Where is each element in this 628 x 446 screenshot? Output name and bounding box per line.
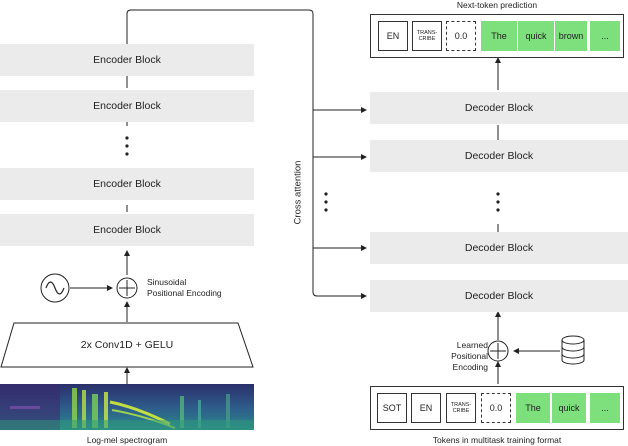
output-token-text: EN bbox=[386, 31, 400, 41]
input-token: 0.0 bbox=[481, 393, 511, 423]
decoder-block-label: Decoder Block bbox=[464, 242, 534, 254]
decoder-ellipsis bbox=[492, 190, 504, 214]
encoder-block-3: Encoder Block bbox=[0, 168, 254, 200]
sine-wave-icon bbox=[40, 273, 70, 303]
output-token: 0.0 bbox=[446, 21, 476, 51]
encoder-ellipsis bbox=[121, 134, 133, 158]
input-token-text: SOT bbox=[382, 403, 402, 413]
log-mel-spectrogram-image bbox=[0, 384, 254, 430]
output-token: ... bbox=[590, 21, 620, 51]
decoder-block-1: Decoder Block bbox=[370, 92, 628, 124]
conv1d-gelu-block: 2x Conv1D + GELU bbox=[0, 322, 254, 368]
input-token: SOT bbox=[377, 393, 407, 423]
decoder-block-4: Decoder Block bbox=[370, 280, 628, 312]
spectrogram-caption: Log-mel spectrogram bbox=[86, 435, 168, 445]
input-token-text: 0.0 bbox=[489, 403, 503, 413]
output-token: brown bbox=[555, 21, 587, 51]
output-token: The bbox=[481, 21, 517, 51]
decoder-block-label: Decoder Block bbox=[464, 150, 534, 162]
learned-positional-encoding-label: Learned Positional Encoding bbox=[424, 340, 488, 373]
learned-label-line1: Learned bbox=[456, 340, 488, 350]
input-token-text: TRANS- CRIBE bbox=[450, 401, 472, 415]
encoder-block-label: Encoder Block bbox=[93, 224, 161, 236]
next-token-prediction-caption: Next-token prediction bbox=[456, 0, 538, 10]
input-token: The bbox=[516, 393, 550, 423]
output-token: TRANS- CRIBE bbox=[412, 21, 442, 51]
decoder-block-3: Decoder Block bbox=[370, 232, 628, 264]
sinusoidal-label-line1: Sinusoidal bbox=[147, 277, 187, 287]
decoder-block-label: Decoder Block bbox=[464, 102, 534, 114]
sinusoidal-label-line2: Positional Encoding bbox=[147, 288, 222, 298]
input-token: quick bbox=[552, 393, 586, 423]
encoder-block-label: Encoder Block bbox=[93, 178, 161, 190]
output-token-text: quick bbox=[525, 31, 547, 41]
encoder-block-4: Encoder Block bbox=[0, 214, 254, 246]
cross-attention-label: Cross attention bbox=[292, 160, 304, 225]
input-token-text: ... bbox=[601, 403, 609, 413]
output-token-text: ... bbox=[601, 31, 609, 41]
output-token: EN bbox=[378, 21, 408, 51]
multitask-format-caption: Tokens in multitask training format bbox=[432, 435, 562, 445]
output-token: quick bbox=[518, 21, 554, 51]
cross-attention-ellipsis bbox=[320, 190, 332, 214]
input-token-text: quick bbox=[558, 403, 580, 413]
encoder-block-1: Encoder Block bbox=[0, 44, 254, 76]
output-token-text: brown bbox=[558, 31, 584, 41]
decoder-block-2: Decoder Block bbox=[370, 140, 628, 172]
input-token: TRANS- CRIBE bbox=[446, 393, 476, 423]
output-token-text: 0.0 bbox=[454, 31, 468, 41]
input-token: EN bbox=[411, 393, 441, 423]
encoder-block-label: Encoder Block bbox=[93, 54, 161, 66]
learned-label-line2: Positional Encoding bbox=[451, 351, 488, 372]
decoder-block-label: Decoder Block bbox=[464, 290, 534, 302]
encoder-block-label: Encoder Block bbox=[93, 100, 161, 112]
input-token-text: The bbox=[525, 403, 541, 413]
plus-circle-icon bbox=[116, 277, 138, 299]
input-token: ... bbox=[590, 393, 620, 423]
plus-circle-icon bbox=[487, 340, 509, 362]
input-token-text: EN bbox=[419, 403, 433, 413]
encoder-block-2: Encoder Block bbox=[0, 90, 254, 122]
sinusoidal-positional-encoding-label: Sinusoidal Positional Encoding bbox=[147, 277, 222, 299]
conv1d-gelu-label: 2x Conv1D + GELU bbox=[80, 339, 174, 351]
database-icon bbox=[560, 334, 586, 366]
output-token-text: TRANS- CRIBE bbox=[416, 29, 438, 43]
output-token-text: The bbox=[491, 31, 507, 41]
